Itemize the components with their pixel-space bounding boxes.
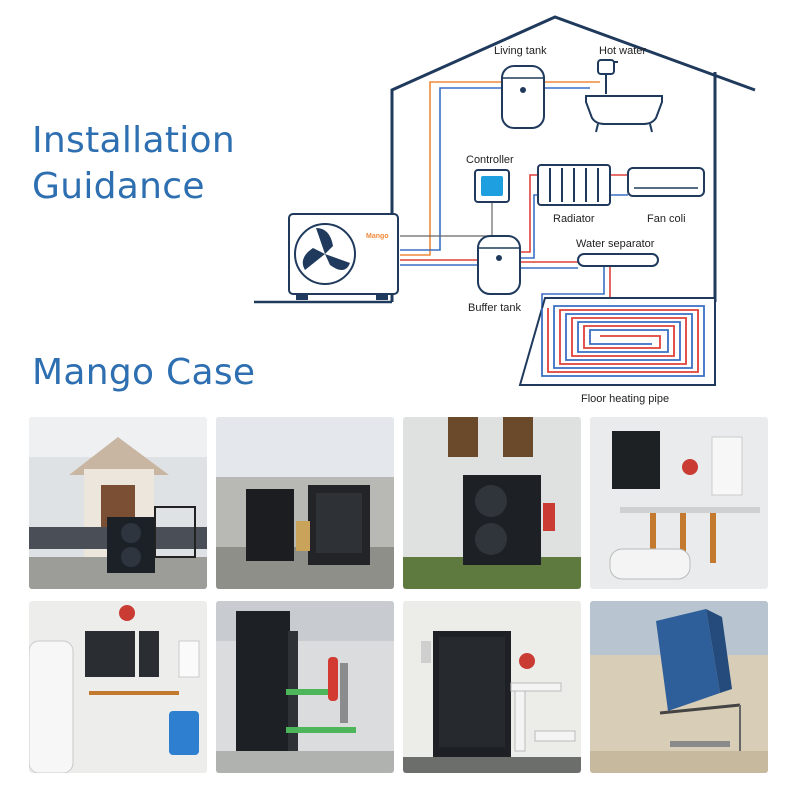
controller-label: Controller [466, 154, 514, 166]
heat-pump-unit: Mango [288, 213, 399, 300]
case-photo-3[interactable] [403, 417, 581, 589]
installation-diagram: Mango Living tank Hot water Controller R… [254, 15, 756, 405]
radiator-hot-pipe [520, 174, 540, 253]
supply-pipe [400, 81, 505, 256]
floor-heating-icon [518, 297, 716, 386]
title-line-1: Installation [32, 120, 235, 161]
controller-icon [474, 169, 510, 203]
water-separator-label: Water separator [576, 238, 655, 250]
title-line-2: Guidance [32, 166, 205, 207]
controller-wire [400, 200, 493, 237]
radiator-label: Radiator [553, 213, 595, 225]
case-photo-4[interactable] [590, 417, 768, 589]
bathtub-icon [585, 59, 663, 133]
case-photo-2[interactable] [216, 417, 394, 589]
floor-cold-pipe [541, 266, 605, 308]
living-tank-label: Living tank [494, 45, 547, 57]
fan-coil-label: Fan coli [647, 213, 686, 225]
radiator-icon [537, 164, 611, 206]
floor-heating-label: Floor heating pipe [581, 393, 669, 405]
case-photo-1[interactable] [29, 417, 207, 589]
hot-water-label: Hot water [599, 45, 646, 57]
return-pipe [400, 87, 505, 251]
case-photo-8[interactable] [590, 601, 768, 773]
installation-guidance-title: Installation Guidance [32, 118, 235, 210]
fan-coil-icon [627, 167, 705, 197]
case-photo-7[interactable] [403, 601, 581, 773]
house-outline [390, 15, 756, 302]
living-tank-icon [501, 65, 545, 129]
unit-logo: Mango [366, 233, 389, 240]
buffer-tank-label: Buffer tank [468, 302, 521, 314]
case-photo-6[interactable] [216, 601, 394, 773]
water-separator-icon [577, 253, 659, 267]
case-photo-5[interactable] [29, 601, 207, 773]
buffer-tank-icon [477, 235, 521, 295]
mango-case-title: Mango Case [32, 352, 256, 393]
